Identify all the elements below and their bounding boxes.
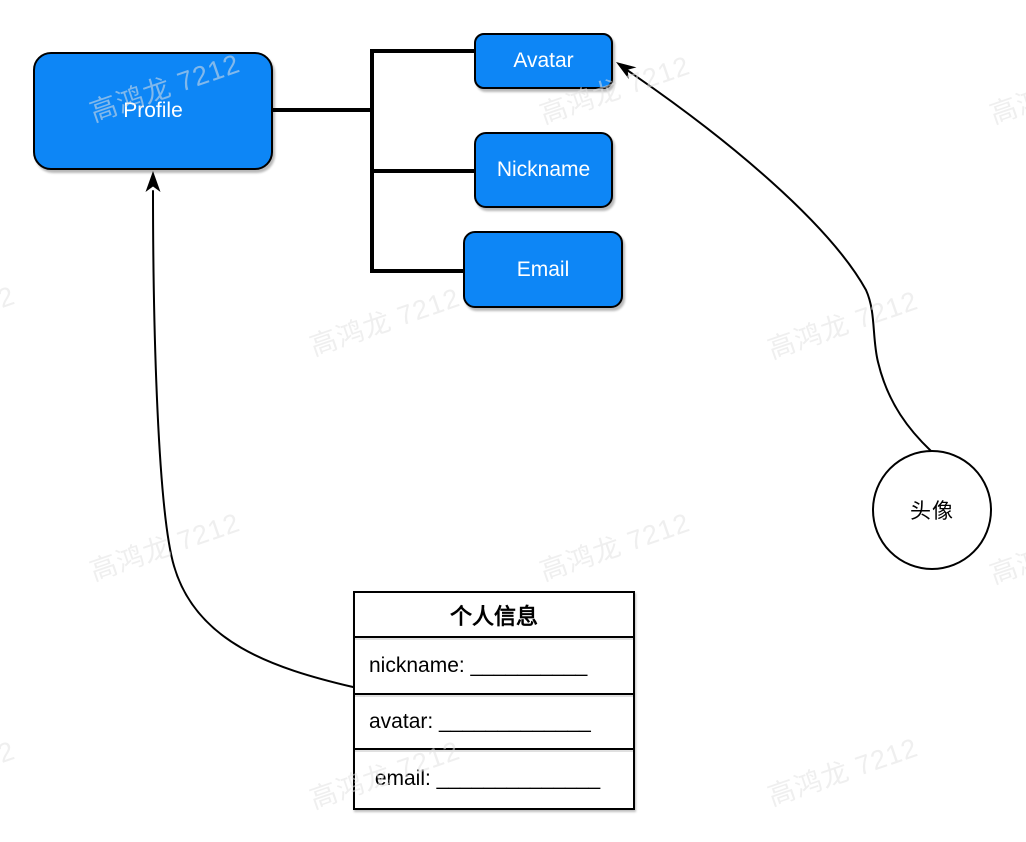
node-avatar[interactable]: Avatar [474,33,613,89]
watermark-text: 高鸿龙 7212 [536,507,694,587]
info-table[interactable]: 个人信息 nickname: __________ avatar: ______… [353,591,635,810]
watermark-text: 高鸿龙 7212 [0,735,19,814]
node-profile[interactable]: Profile [33,52,273,170]
watermark-text: 高鸿龙 7212 [986,50,1026,130]
circle-node-label: 头像 [910,500,954,523]
arrowhead-avatar [616,62,637,79]
node-nickname[interactable]: Nickname [474,132,613,208]
watermark-text: 高鸿龙 7212 [86,507,244,587]
table-row-email: email: ______________ [369,767,601,790]
connector-table-to-profile [152,190,354,688]
info-table-title: 个人信息 [355,593,633,638]
node-email[interactable]: Email [463,231,623,308]
arrowhead-profile [145,171,161,192]
connector-circle-to-avatar [623,67,932,452]
node-avatar-circle[interactable]: 头像 [872,450,992,570]
watermark-text: 高鸿龙 7212 [764,285,922,365]
table-row-nickname: nickname: __________ [355,638,633,695]
node-avatar-label: Avatar [513,49,574,72]
watermark-text: 高鸿龙 7212 [764,732,922,812]
watermark-text: 高鸿龙 7212 [0,280,19,359]
node-nickname-label: Nickname [496,158,591,181]
node-profile-label: Profile [123,99,183,122]
connector-trunk [370,49,474,273]
watermark-text: 高鸿龙 7212 [306,282,464,362]
table-row-avatar: avatar: _____________ [355,695,633,750]
node-email-label: Email [516,257,570,281]
